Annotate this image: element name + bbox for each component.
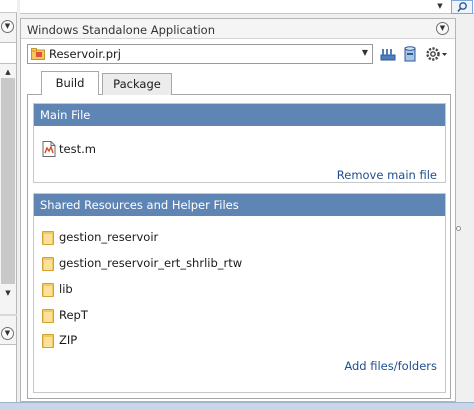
resize-handle[interactable] — [456, 226, 461, 231]
package-icon — [404, 46, 416, 62]
folder-icon — [42, 257, 54, 271]
search-button[interactable] — [451, 0, 473, 14]
right-pane-strip — [458, 18, 474, 402]
top-search-strip[interactable]: ▼ — [20, 0, 474, 14]
folder-icon — [42, 334, 54, 348]
folder-icon — [42, 309, 54, 323]
project-name: Reservoir.prj — [49, 47, 121, 61]
main-file-name: test.m — [59, 142, 96, 156]
folder-name: gestion_reservoir_ert_shrlib_rtw — [59, 256, 243, 270]
folder-name: ZIP — [59, 333, 78, 347]
left-pane-top-field[interactable] — [0, 0, 17, 13]
build-tabs: Build Package — [27, 71, 451, 96]
left-pane-divider — [0, 314, 17, 316]
scroll-up-arrow-icon[interactable]: ▲ — [5, 68, 11, 76]
folder-icon — [42, 283, 54, 297]
tab-package[interactable]: Package — [102, 73, 172, 96]
scroll-down-arrow-icon[interactable]: ▼ — [5, 289, 11, 297]
left-pane-strip: ▼ ▲ ▼ ▼ — [0, 0, 17, 410]
project-folder-icon — [31, 48, 45, 60]
main-file-section: Main File test.m Remove main file — [33, 103, 446, 183]
tab-build[interactable]: Build — [41, 71, 99, 96]
gear-icon — [426, 47, 447, 61]
search-icon — [457, 2, 467, 13]
standalone-app-panel: Windows Standalone Application ▼ Reservo… — [20, 18, 456, 402]
main-file-header: Main File — [34, 104, 445, 126]
build-tab-content: Main File test.m Remove main file Shared… — [27, 95, 451, 399]
left-pane-scrollbar[interactable] — [1, 78, 15, 284]
left-pane-collapse-icon-2[interactable]: ▼ — [1, 327, 14, 340]
settings-button[interactable] — [425, 45, 449, 63]
folder-name: lib — [59, 282, 73, 296]
build-action-button[interactable] — [379, 45, 397, 63]
left-pane-input-area[interactable] — [0, 42, 16, 64]
panel-title-bar: Windows Standalone Application ▼ — [21, 19, 455, 39]
folder-name: gestion_reservoir — [59, 230, 159, 244]
chevron-down-icon[interactable]: ▼ — [437, 2, 443, 10]
m-file-icon — [42, 141, 56, 157]
shared-resources-section: Shared Resources and Helper Files gestio… — [33, 193, 446, 393]
folder-name: RepT — [59, 308, 88, 322]
project-toolbar: Reservoir.prj ▼ — [27, 44, 451, 66]
panel-collapse-icon[interactable]: ▼ — [436, 22, 449, 35]
shared-resources-header: Shared Resources and Helper Files — [34, 194, 445, 216]
bottom-bar — [0, 402, 474, 410]
add-files-folders-link[interactable]: Add files/folders — [344, 359, 437, 373]
left-pane-lower-area — [0, 344, 16, 402]
build-icon — [380, 49, 396, 61]
remove-main-file-link[interactable]: Remove main file — [336, 168, 437, 182]
package-action-button[interactable] — [401, 45, 419, 63]
left-pane-collapse-icon[interactable]: ▼ — [1, 20, 14, 33]
folder-icon — [42, 231, 54, 245]
panel-title: Windows Standalone Application — [27, 23, 215, 37]
project-dropdown-arrow-icon[interactable]: ▼ — [361, 48, 368, 57]
project-selector[interactable]: Reservoir.prj ▼ — [27, 44, 373, 64]
